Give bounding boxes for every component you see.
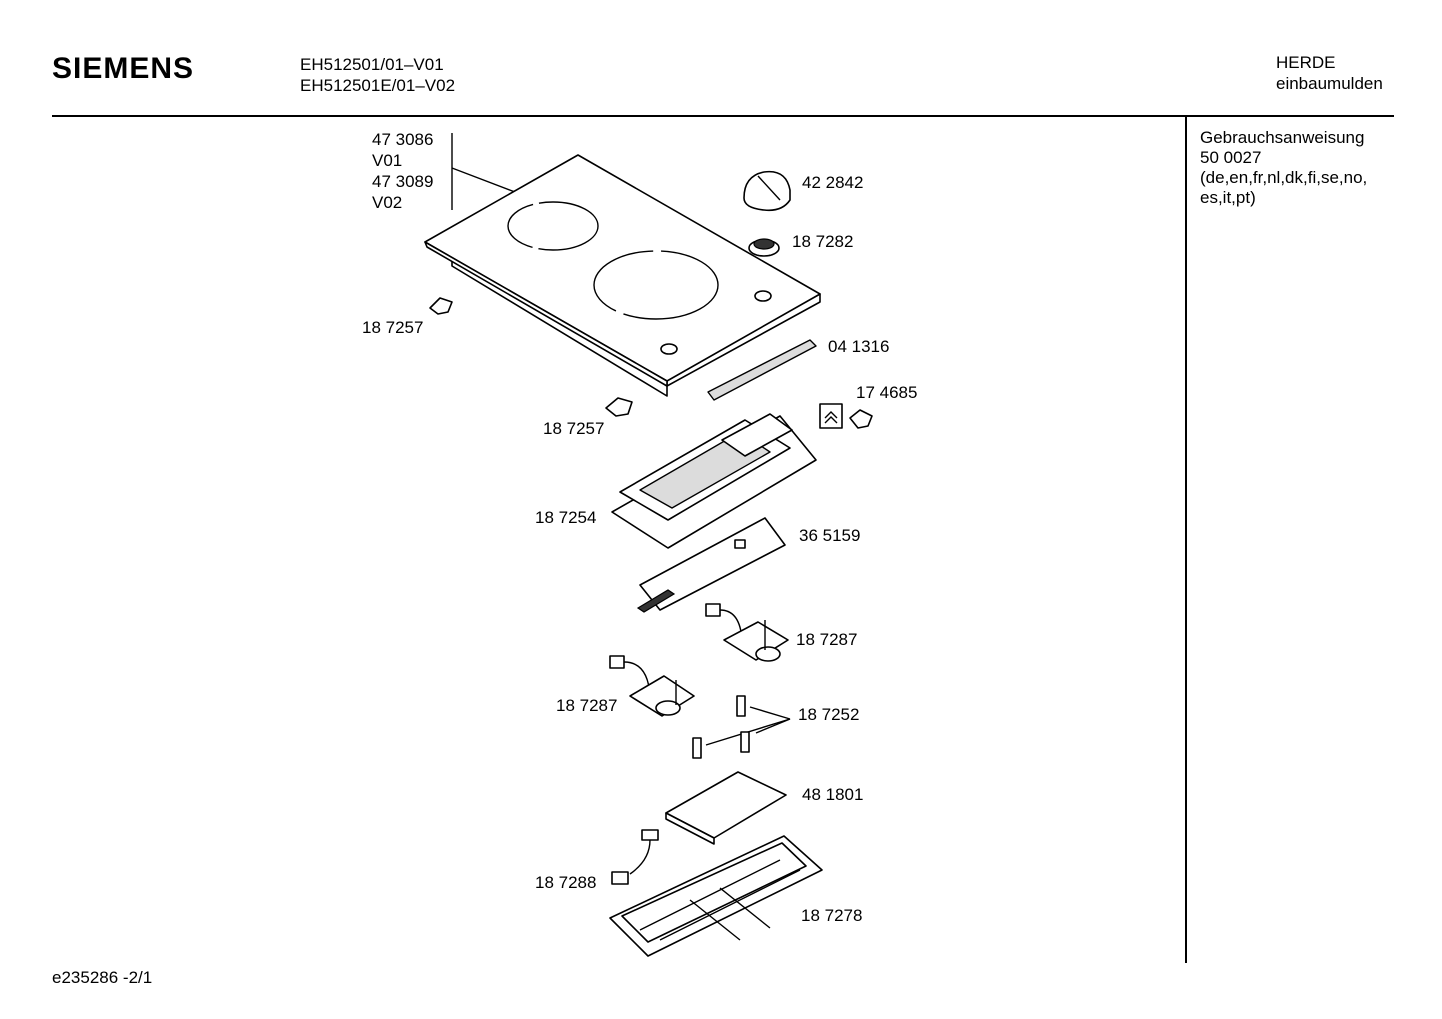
category-subtitle: einbaumulden xyxy=(1276,74,1383,93)
energy-regulator-left xyxy=(609,655,695,717)
part-label-spacers: 18 7252 xyxy=(798,705,860,724)
base-board xyxy=(665,771,787,845)
seal-strip xyxy=(707,339,817,401)
circuit-board xyxy=(636,517,786,613)
connection-cable xyxy=(611,829,659,885)
brand-logo: SIEMENS xyxy=(52,52,195,85)
part-label-hob-2: 47 3089 xyxy=(372,172,434,191)
header-divider xyxy=(52,115,1394,117)
part-label-base-cover: 18 7278 xyxy=(801,906,863,925)
part-label-regulator-right: 18 7287 xyxy=(796,630,858,649)
mounting-clip-top xyxy=(429,297,453,315)
electronics-housing xyxy=(611,413,817,549)
control-knob xyxy=(743,170,791,212)
part-label-board: 48 1801 xyxy=(802,785,864,804)
part-label-regulator-left: 18 7287 xyxy=(556,696,618,715)
part-label-housing: 18 7254 xyxy=(535,508,597,527)
mounting-clip-mid xyxy=(605,397,633,417)
energy-regulator-right xyxy=(705,603,789,662)
hob-glass-top xyxy=(424,154,821,397)
part-label-pcb: 36 5159 xyxy=(799,526,861,545)
manual-languages: (de,en,fr,nl,dk,fi,se,no, xyxy=(1200,168,1368,187)
part-label-seal-strip: 04 1316 xyxy=(828,337,890,356)
manual-title: Gebrauchsanweisung xyxy=(1200,128,1365,147)
document-code: e235286 -2/1 xyxy=(52,968,153,987)
spacer-bolts xyxy=(692,695,750,759)
switch-symbol xyxy=(819,403,873,429)
part-label-cable: 18 7288 xyxy=(535,873,597,892)
category-title: HERDE xyxy=(1276,53,1336,72)
part-label-switch: 17 4685 xyxy=(856,383,918,402)
part-label-clip-top: 18 7257 xyxy=(362,318,424,337)
part-label-hob-v1: V01 xyxy=(372,151,403,170)
part-label-hob-1: 47 3086 xyxy=(372,130,434,149)
part-label-knob: 42 2842 xyxy=(802,173,864,192)
bottom-cover xyxy=(609,835,823,957)
manual-languages-cont: es,it,pt) xyxy=(1200,188,1256,207)
manual-info: Gebrauchsanweisung 50 0027 (de,en,fr,nl,… xyxy=(1200,128,1367,208)
knob-ring xyxy=(748,238,780,257)
model-number-2: EH512501E/01–V02 xyxy=(300,76,456,95)
part-label-knob-ring: 18 7282 xyxy=(792,232,854,251)
sidebar-divider xyxy=(1185,117,1187,963)
model-number-1: EH512501/01–V01 xyxy=(300,55,444,74)
part-label-hob-v2: V02 xyxy=(372,193,403,212)
manual-number: 50 0027 xyxy=(1200,148,1262,167)
part-label-clip-mid: 18 7257 xyxy=(543,419,605,438)
